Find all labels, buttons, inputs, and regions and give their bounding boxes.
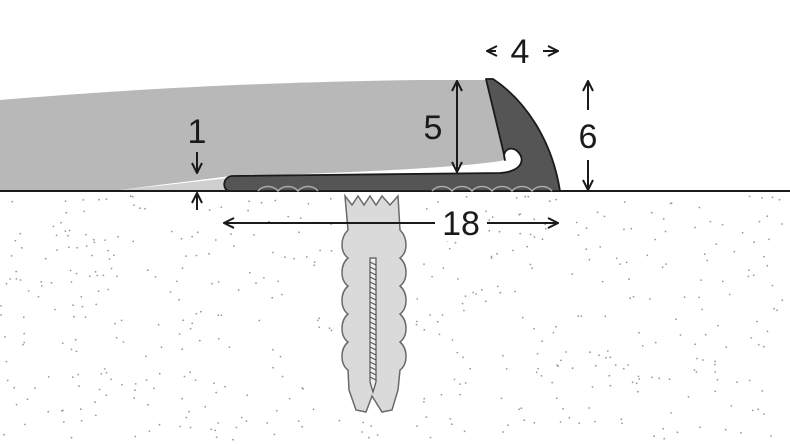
dimension-label-gap: 1 (188, 113, 207, 151)
dimension-inner-height: 5 (424, 81, 457, 172)
dimension-gap: 1 (188, 113, 207, 210)
profile-section (223, 78, 561, 192)
dimension-lip-width: 4 (487, 33, 558, 71)
dimension-label-lip-width: 4 (511, 33, 530, 71)
dimension-base-length: 18 (224, 205, 558, 243)
dimension-label-inner-height: 5 (424, 109, 443, 147)
profile-grooves (257, 185, 553, 193)
floor-covering (0, 80, 505, 191)
wall-plug (341, 193, 407, 413)
floor-covering-edge (0, 178, 230, 191)
dimension-outer-height: 6 (579, 81, 598, 190)
dimension-label-outer-height: 6 (579, 118, 598, 156)
dimension-label-base-length: 18 (442, 205, 480, 243)
screw-thread (369, 261, 377, 381)
